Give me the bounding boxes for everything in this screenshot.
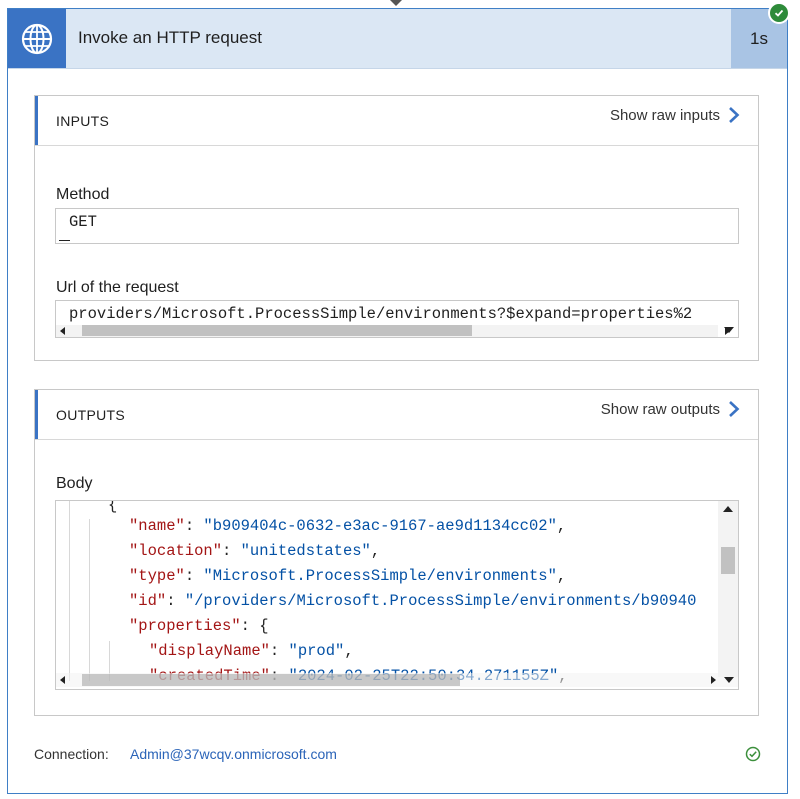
- text-cursor: [59, 240, 70, 241]
- scroll-right-icon[interactable]: [711, 676, 716, 684]
- body-horizontal-scrollbar[interactable]: [56, 673, 738, 687]
- connector-arrow-icon: [390, 0, 402, 6]
- scroll-left-icon[interactable]: [60, 676, 65, 684]
- chevron-right-icon: [729, 401, 740, 417]
- show-raw-outputs-button[interactable]: Show raw outputs: [601, 400, 740, 418]
- scroll-up-icon[interactable]: [723, 506, 733, 512]
- body-viewer[interactable]: { "name": "b909404c-0632-e3ac-9167-ae9d1…: [55, 500, 739, 690]
- scroll-down-icon[interactable]: [724, 327, 734, 333]
- action-title: Invoke an HTTP request: [78, 28, 262, 47]
- outputs-header: OUTPUTS Show raw outputs: [35, 390, 758, 440]
- section-accent-bar: [35, 390, 38, 439]
- json-line: "id": "/providers/Microsoft.ProcessSimpl…: [129, 592, 697, 610]
- method-field[interactable]: GET: [55, 208, 739, 244]
- inputs-header: INPUTS Show raw inputs: [35, 96, 758, 146]
- scroll-thumb[interactable]: [82, 674, 460, 686]
- action-header[interactable]: Invoke an HTTP request 1s: [8, 2, 790, 69]
- url-field[interactable]: providers/Microsoft.ProcessSimple/enviro…: [55, 300, 739, 338]
- url-label: Url of the request: [56, 279, 179, 296]
- success-check-icon: [768, 2, 790, 24]
- indent-guide: [109, 641, 110, 681]
- action-card: Invoke an HTTP request 1s INPUTS Show ra…: [7, 2, 790, 794]
- inputs-title: INPUTS: [56, 113, 110, 129]
- body-label: Body: [56, 475, 93, 492]
- method-label: Method: [56, 186, 110, 203]
- show-raw-inputs-label: Show raw inputs: [609, 106, 720, 124]
- url-horizontal-scrollbar[interactable]: [56, 325, 730, 337]
- scroll-down-icon[interactable]: [724, 677, 734, 683]
- json-line: "location": "unitedstates",: [129, 542, 381, 560]
- connection-ok-icon: [745, 746, 761, 762]
- outputs-section: OUTPUTS Show raw outputs Body { "name": …: [34, 389, 759, 716]
- json-line: {: [108, 500, 118, 514]
- json-line: "properties": {: [129, 617, 269, 635]
- inputs-section: INPUTS Show raw inputs Method GET Url of…: [34, 95, 759, 361]
- section-accent-bar: [35, 96, 38, 145]
- method-value: GET: [69, 213, 97, 231]
- connection-label: Connection:: [34, 746, 109, 762]
- chevron-right-icon: [729, 107, 740, 123]
- url-value: providers/Microsoft.ProcessSimple/enviro…: [69, 305, 693, 323]
- connection-link[interactable]: Admin@37wcqv.onmicrosoft.com: [130, 746, 337, 762]
- json-line: "type": "Microsoft.ProcessSimple/environ…: [129, 567, 567, 585]
- indent-guide: [89, 519, 90, 681]
- show-raw-inputs-button[interactable]: Show raw inputs: [610, 106, 740, 124]
- scroll-thumb[interactable]: [721, 547, 735, 574]
- body-vertical-scrollbar[interactable]: [718, 501, 738, 677]
- globe-icon: [8, 9, 66, 68]
- indent-guide: [69, 501, 70, 681]
- outputs-title: OUTPUTS: [56, 407, 125, 423]
- json-line: "displayName": "prod",: [149, 642, 354, 660]
- scroll-left-icon[interactable]: [60, 327, 65, 335]
- scroll-thumb[interactable]: [82, 325, 472, 336]
- json-line: "name": "b909404c-0632-e3ac-9167-ae9d113…: [129, 517, 567, 535]
- show-raw-outputs-label: Show raw outputs: [600, 400, 720, 418]
